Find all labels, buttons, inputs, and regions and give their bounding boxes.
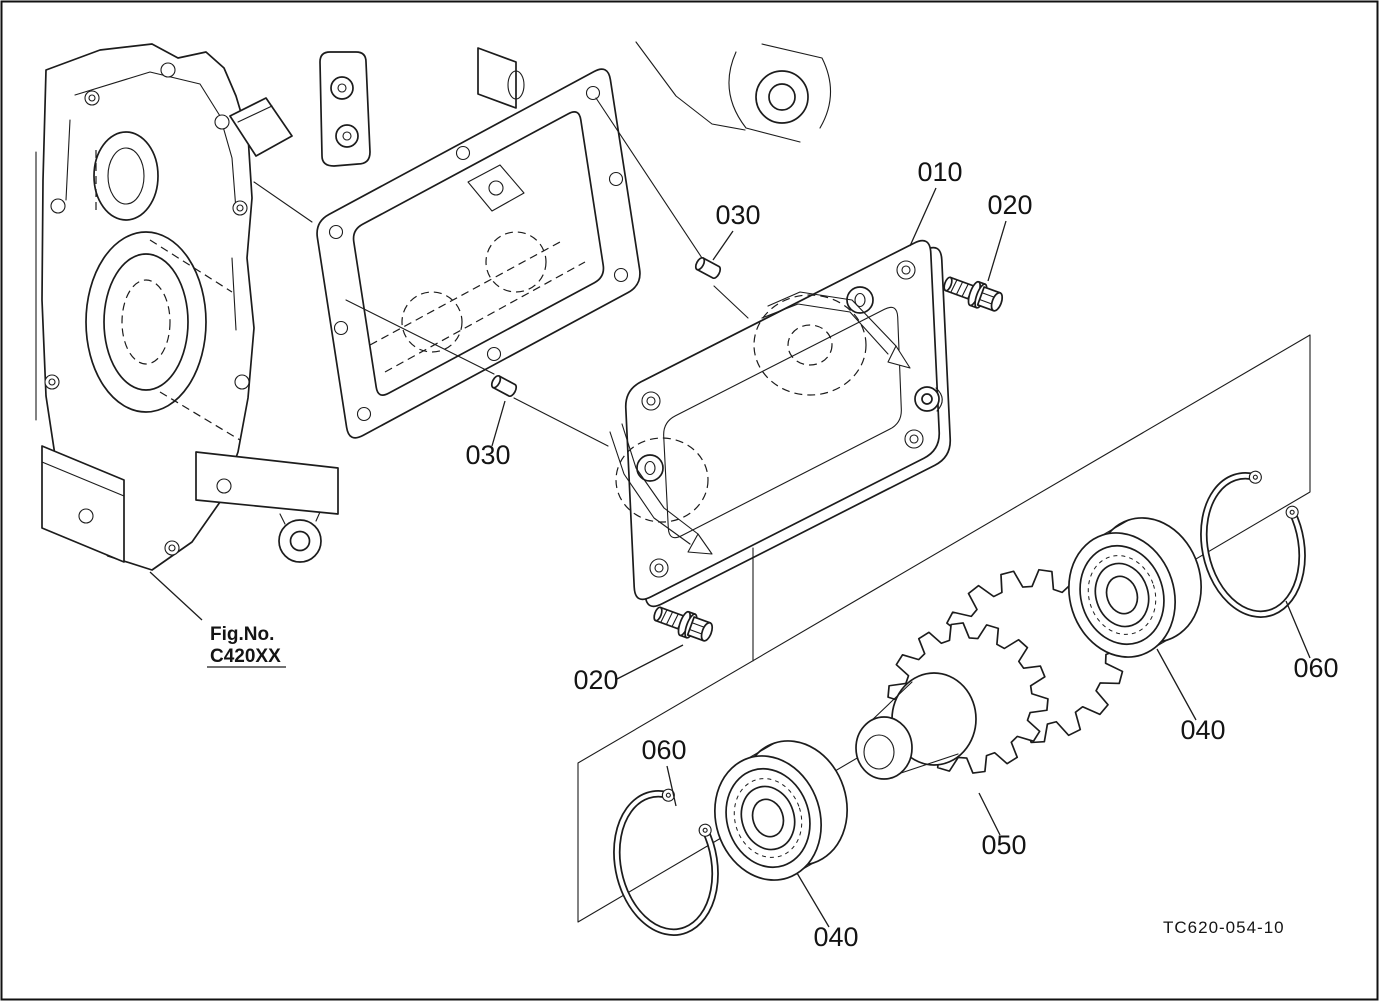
alignment-lines bbox=[345, 97, 749, 447]
drawing-code: TC620-054-10 bbox=[1163, 918, 1285, 937]
leader-040-bottom bbox=[796, 872, 830, 928]
callout-label-060-bottom: 060 bbox=[641, 735, 686, 765]
leader-040-right bbox=[1156, 648, 1197, 721]
leader-lines bbox=[149, 187, 1311, 928]
hex-bolt-top bbox=[939, 270, 1007, 316]
callout-label-060-right: 060 bbox=[1293, 653, 1338, 683]
callout-label-040-right: 040 bbox=[1180, 715, 1225, 745]
callout-label-020-bottom: 020 bbox=[573, 665, 618, 695]
leader-030-top bbox=[712, 230, 734, 261]
dowel-pin-left bbox=[489, 373, 519, 399]
callout-label-030-top: 030 bbox=[715, 200, 760, 230]
leader-030-left bbox=[491, 400, 506, 447]
snap-ring-right bbox=[1191, 464, 1317, 623]
callout-label-020-top: 020 bbox=[987, 190, 1032, 220]
leader-060-right bbox=[1285, 600, 1311, 659]
crankcase-housing bbox=[35, 41, 832, 571]
leader-fig-no bbox=[149, 571, 203, 621]
leader-020-bottom bbox=[616, 644, 684, 680]
leader-010 bbox=[909, 187, 937, 247]
snap-ring-bottom bbox=[604, 782, 730, 941]
callout-label-050: 050 bbox=[981, 830, 1026, 860]
callout-label-040-bottom: 040 bbox=[813, 922, 858, 952]
cover-plate bbox=[609, 239, 952, 608]
hex-bolt-bottom bbox=[649, 600, 717, 646]
fig-number: C420XX bbox=[210, 646, 281, 667]
leader-020-top bbox=[987, 220, 1007, 282]
dowel-pin-top bbox=[693, 255, 723, 281]
mounting-gasket bbox=[316, 68, 641, 439]
leader-050 bbox=[978, 792, 1001, 836]
fig-no-label: Fig.No. bbox=[210, 624, 274, 645]
leader-060-bottom bbox=[666, 765, 677, 807]
ball-bearing-bottom bbox=[698, 726, 864, 895]
callout-label-010: 010 bbox=[917, 157, 962, 187]
callout-label-030-left: 030 bbox=[465, 440, 510, 470]
